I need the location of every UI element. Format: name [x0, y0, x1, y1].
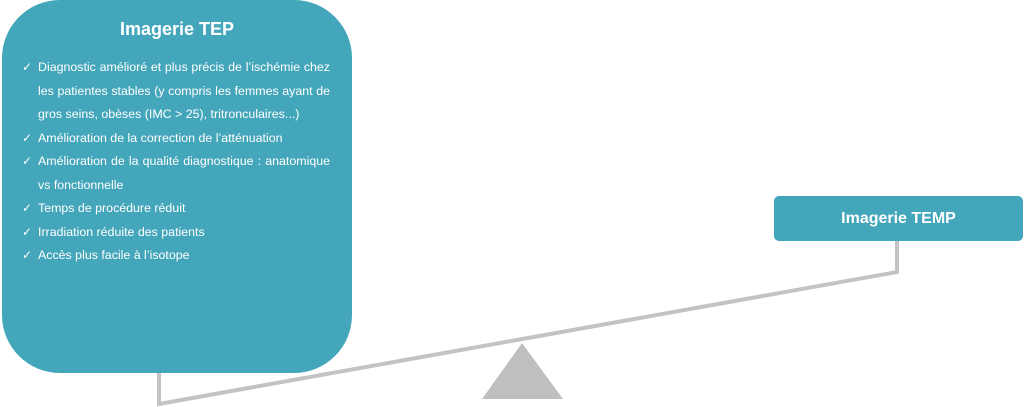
temp-title: Imagerie TEMP: [841, 209, 956, 227]
tep-title: Imagerie TEP: [119, 19, 235, 39]
tep-advantages-list: ✓ Diagnostic amélioré et plus précis de l…: [22, 56, 330, 268]
list-item-text: Amélioration de la correction de l’attén…: [38, 130, 283, 145]
list-item-text: Accès plus facile à l’isotope: [38, 248, 190, 262]
check-icon: ✓: [22, 248, 33, 262]
list-item-text: Diagnostic amélioré et plus précis de l’…: [38, 60, 330, 121]
check-icon: ✓: [22, 130, 33, 145]
list-item-text: Irradiation réduite des patients: [38, 224, 205, 239]
fulcrum-triangle: [482, 343, 563, 399]
list-item: ✓ Amélioration de la correction de l’atté…: [22, 127, 330, 151]
list-item: ✓ Amélioration de la qualité diagnostique…: [22, 150, 330, 197]
check-icon: ✓: [22, 224, 33, 239]
list-item: ✓ Diagnostic amélioré et plus précis de l…: [22, 56, 330, 127]
list-item: ✓ Temps de procédure réduit: [22, 197, 330, 221]
check-icon: ✓: [22, 154, 33, 168]
balance-beam: [157, 240, 899, 407]
check-icon: ✓: [22, 60, 33, 74]
list-item-text: Temps de procédure réduit: [38, 201, 186, 215]
check-icon: ✓: [22, 201, 33, 215]
list-item-text: Amélioration de la qualité diagnostique …: [38, 154, 330, 192]
tep-panel: Imagerie TEP ✓ Diagnostic amélioré et plu…: [2, 0, 352, 373]
temp-panel: Imagerie TEMP: [774, 196, 1023, 241]
list-item: ✓ Accès plus facile à l’isotope: [22, 244, 330, 268]
list-item: ✓ Irradiation réduite des patients: [22, 221, 330, 245]
